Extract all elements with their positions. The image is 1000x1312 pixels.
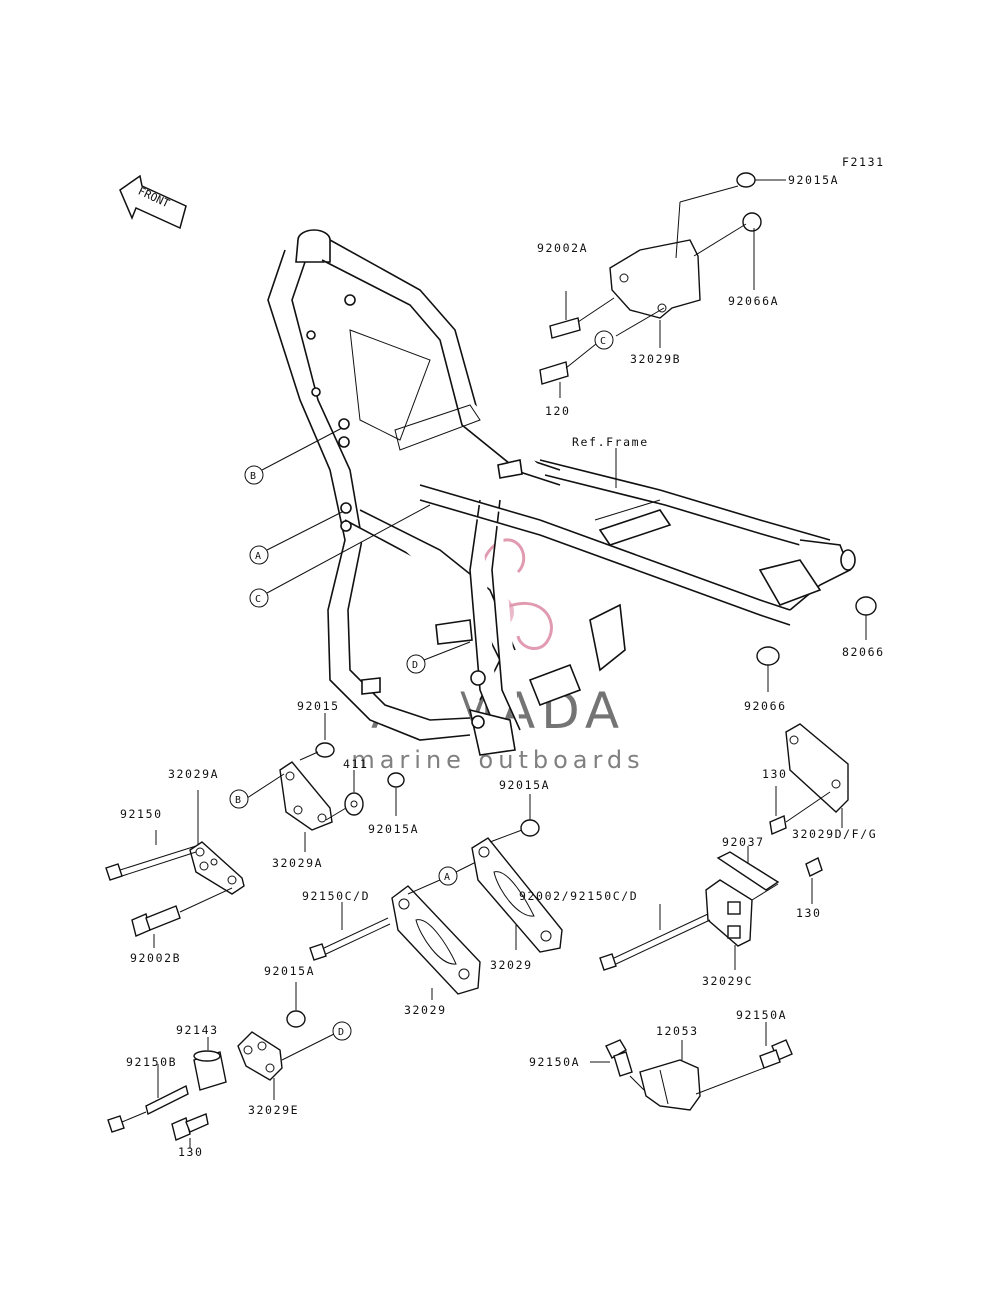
bracket-32029-right bbox=[471, 837, 563, 953]
label-92150CD-left: 92150C/D bbox=[302, 889, 370, 903]
label-92150A-left: 92150A bbox=[529, 1055, 580, 1069]
callout-a-lower: A bbox=[438, 866, 458, 886]
label-92002B: 92002B bbox=[130, 951, 181, 965]
label-32029C: 32029C bbox=[702, 974, 753, 988]
label-92150: 92150 bbox=[120, 807, 163, 821]
label-32029-left: 32029 bbox=[404, 1003, 447, 1017]
bracket-32029-left bbox=[391, 885, 481, 1000]
callout-c-top: C bbox=[594, 330, 614, 350]
label-32029B: 32029B bbox=[630, 352, 681, 366]
svg-text:A: A bbox=[255, 551, 261, 562]
label-120: 120 bbox=[545, 404, 571, 418]
label-92015A-low: 92015A bbox=[264, 964, 315, 978]
bracket-32029DFG-group bbox=[769, 723, 849, 835]
label-92150B: 92150B bbox=[126, 1055, 177, 1069]
label-130-right: 130 bbox=[762, 767, 788, 781]
label-32029A-left: 32029A bbox=[168, 767, 219, 781]
motorcycle-frame bbox=[267, 229, 856, 756]
label-92150A-right: 92150A bbox=[736, 1008, 787, 1022]
label-92002A: 92002A bbox=[537, 241, 588, 255]
ref-frame-label: Ref.Frame bbox=[572, 435, 649, 449]
callout-d-upper: D bbox=[406, 654, 426, 674]
callout-d-lower: D bbox=[332, 1021, 352, 1041]
label-32029DFG: 32029D/F/G bbox=[792, 827, 877, 841]
cover-12053-group bbox=[590, 1022, 793, 1111]
label-411: 411 bbox=[343, 757, 369, 771]
callout-a-upper: A bbox=[249, 545, 269, 565]
front-arrow-icon: FRONT bbox=[119, 174, 187, 230]
bolt-92150CD-left bbox=[309, 902, 391, 961]
svg-text:C: C bbox=[255, 594, 261, 605]
svg-text:B: B bbox=[235, 795, 241, 806]
label-92066A: 92066A bbox=[728, 294, 779, 308]
label-32029E: 32029E bbox=[248, 1103, 299, 1117]
nut-92015A-mount bbox=[489, 794, 540, 843]
svg-text:B: B bbox=[250, 471, 256, 482]
label-92143: 92143 bbox=[176, 1023, 219, 1037]
label-130-small: 130 bbox=[796, 906, 822, 920]
label-92002-92150CD: 92002/92150C/D bbox=[519, 889, 638, 903]
svg-text:C: C bbox=[600, 336, 606, 347]
label-92015A-mount: 92015A bbox=[499, 778, 550, 792]
nut-92015A-lower bbox=[286, 982, 306, 1028]
bracket-32029A-left bbox=[105, 790, 245, 948]
label-92066: 92066 bbox=[744, 699, 787, 713]
label-92037: 92037 bbox=[722, 835, 765, 849]
bracket-32029B-group bbox=[539, 172, 786, 398]
svg-text:A: A bbox=[444, 872, 450, 883]
label-92015A-top: 92015A bbox=[788, 173, 839, 187]
label-92015A-mid: 92015A bbox=[368, 822, 419, 836]
label-12053: 12053 bbox=[656, 1024, 699, 1038]
bracket-32029C bbox=[599, 879, 753, 971]
cap-82066 bbox=[855, 596, 877, 640]
part-labels: 92015A 92002A 92066A 32029B 120 Ref.Fram… bbox=[120, 173, 885, 1159]
bracket-32029E-group bbox=[107, 1031, 335, 1148]
label-82066: 82066 bbox=[842, 645, 885, 659]
bracket-32029A-group bbox=[243, 713, 405, 852]
svg-text:D: D bbox=[412, 660, 418, 671]
cap-92066 bbox=[756, 646, 780, 692]
callout-c-upper: C bbox=[249, 588, 269, 608]
label-130-bottom: 130 bbox=[178, 1145, 204, 1159]
callout-b-lower: B bbox=[229, 789, 249, 809]
bracket-92037 bbox=[716, 846, 823, 904]
callout-b-upper: B bbox=[244, 465, 264, 485]
figure-code: F2131 bbox=[842, 155, 885, 169]
label-92015: 92015 bbox=[297, 699, 340, 713]
label-32029-right: 32029 bbox=[490, 958, 533, 972]
svg-text:D: D bbox=[338, 1027, 344, 1038]
label-32029A-lower: 32029A bbox=[272, 856, 323, 870]
